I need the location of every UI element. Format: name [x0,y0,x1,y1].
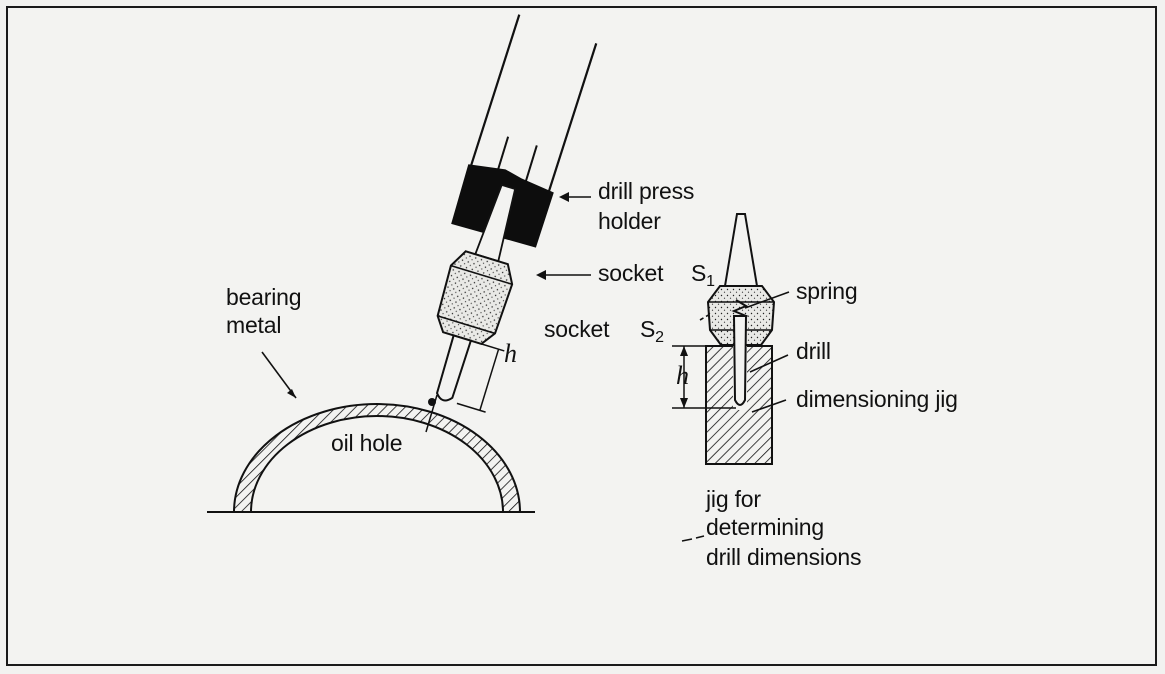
label-drill-dimensions: drill dimensions [706,544,862,570]
drill-leader [749,354,789,373]
holder-rod-inner-right [524,145,538,184]
spring-leader [744,291,790,309]
label-drill: drill [796,338,831,364]
jig-assembly [672,213,776,465]
oil-hole-leader [425,394,438,433]
label-holder: holder [598,208,661,234]
bearing-metal-arrow [287,389,296,398]
holder-rod-left [469,14,521,168]
drill-bit [435,334,473,402]
holder-rod-right [547,43,598,192]
label-s1: S1 [691,260,715,290]
label-socket-top: socket [598,260,664,286]
label-spring: spring [796,278,858,304]
bearing-shell [207,403,535,513]
jig-caption-leader [681,535,705,542]
socket-s2-leader [699,312,713,321]
label-s2-subscript: 2 [655,329,664,346]
label-s1-letter: S [691,260,707,286]
jig-drill-shank [723,213,759,287]
label-h-right: h [676,361,689,390]
bearing-metal-wall [232,403,522,513]
h-dim-bottom-tick [456,402,486,413]
inclined-drill-assembly [435,14,598,413]
socket-s1-lower-edge [437,315,496,335]
label-bearing: bearing [226,284,302,310]
label-s1-subscript: 1 [706,273,715,290]
holder-arrow [559,192,569,202]
socket-s1-arrow [536,270,546,280]
label-jig-for: jig for [706,486,761,512]
label-dimensioning-jig: dimensioning jig [796,386,958,412]
label-oil-hole: oil hole [331,430,403,456]
label-s2: S2 [640,316,664,346]
dimensioning-jig-leader [751,399,787,413]
label-determining: determining [706,514,824,540]
socket-s1-body [436,250,514,346]
jig-drill-bit [732,315,748,406]
h-dim-top-tick [477,342,505,352]
label-drill-press: drill press [598,178,695,204]
label-metal: metal [226,312,282,338]
label-h-left: h [504,339,517,368]
figure-frame [6,6,1157,666]
jig-h-arrow-bottom [680,398,688,408]
h-dim-line [479,348,500,411]
socket-s1-upper-edge [450,264,513,286]
label-socket-bottom: socket [544,316,610,342]
label-s2-letter: S [640,316,656,342]
jig-h-arrow-top [680,346,688,356]
